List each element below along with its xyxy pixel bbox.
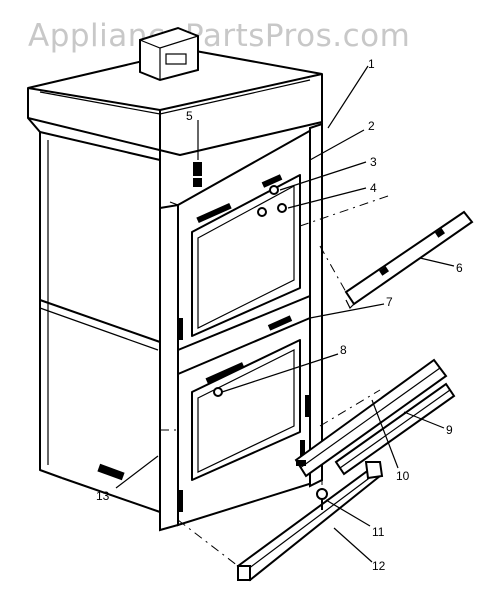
callout-1: 1 [368,57,375,71]
watermark-text: AppliancePartsPros.com [28,18,411,54]
assembly-lines [160,195,389,567]
cabinet-left-side [27,117,161,513]
leader-lines [115,65,455,563]
callout-7: 7 [386,295,393,309]
callout-4: 4 [370,181,377,195]
callout-12: 12 [372,559,386,573]
callout-labels: 1 2 3 4 5 6 7 8 9 10 11 12 13 [96,57,463,573]
callout-5: 5 [186,109,193,123]
callout-2: 2 [368,119,375,133]
cabinet-top [27,26,323,208]
callout-9: 9 [446,423,453,437]
callout-10: 10 [396,469,410,483]
callout-11: 11 [372,525,385,539]
trim-parts [236,210,474,582]
callout-13: 13 [96,489,110,503]
front-frame [159,122,323,532]
callout-6: 6 [456,261,463,275]
callout-8: 8 [340,343,347,357]
callout-3: 3 [370,155,377,169]
